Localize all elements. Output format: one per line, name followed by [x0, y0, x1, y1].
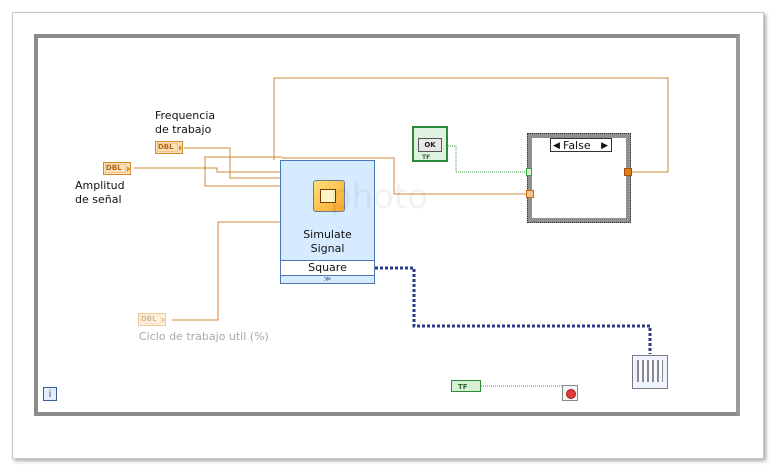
- case-selector[interactable]: ◀ False ▶: [550, 138, 612, 152]
- ok-button-terminal[interactable]: OK TF: [412, 126, 448, 162]
- graph-icon: [637, 360, 663, 382]
- block-diagram-canvas[interactable]: [34, 34, 740, 416]
- dbl-tag: DBL: [106, 164, 122, 172]
- case-output-tunnel[interactable]: [624, 168, 632, 176]
- square-output-terminal[interactable]: Square: [281, 260, 374, 276]
- loop-wire: [273, 77, 669, 173]
- simulate-signal-icon: [313, 180, 345, 212]
- dynamic-data-wire: [375, 266, 652, 354]
- amplitude-control[interactable]: DBL: [103, 162, 131, 175]
- boolean-constant[interactable]: TF: [451, 380, 481, 392]
- ok-boolean-wire: [448, 145, 527, 173]
- watermark: photo: [330, 177, 429, 217]
- case-input-tunnel[interactable]: [526, 190, 534, 198]
- case-structure[interactable]: ◀ False ▶: [527, 133, 631, 223]
- amplitude-label: Amplitud: [75, 179, 125, 192]
- duty-cycle-label: Ciclo de trabajo util (%): [139, 330, 269, 343]
- frequency-control[interactable]: DBL: [155, 141, 183, 154]
- duty-wire: [172, 221, 282, 321]
- amplitude-wire: [134, 156, 282, 169]
- case-prev-arrow-icon[interactable]: ◀: [553, 141, 560, 151]
- simulate-signal-express-vi[interactable]: Simulate Signal Square ≫: [280, 160, 375, 284]
- waveform-graph-terminal[interactable]: [632, 355, 668, 389]
- express-vi-title-line2: Signal: [310, 242, 345, 255]
- frequency-label-line2: de trabajo: [155, 123, 212, 136]
- frequency-wire: [184, 147, 282, 179]
- case-dropdown-arrow-icon[interactable]: ▶: [601, 141, 608, 151]
- frequency-label: Frequencia: [155, 109, 216, 122]
- ok-button-label: OK: [418, 138, 442, 152]
- dbl-tag: DBL: [158, 143, 174, 151]
- case-selector-terminal[interactable]: [526, 168, 532, 176]
- loop-stop-terminal-icon[interactable]: [562, 385, 578, 401]
- amplitude-label-line2: de señal: [75, 193, 122, 206]
- case-input-wire: [282, 157, 527, 195]
- iteration-terminal[interactable]: i: [43, 387, 57, 401]
- ok-tf-tag: TF: [422, 154, 431, 161]
- dbl-tag: DBL: [141, 315, 157, 323]
- expand-chevron-icon[interactable]: ≫: [323, 275, 332, 283]
- case-selector-value: False: [563, 139, 591, 152]
- express-vi-title-line1: Simulate: [303, 228, 352, 241]
- duty-cycle-control[interactable]: DBL: [138, 313, 166, 326]
